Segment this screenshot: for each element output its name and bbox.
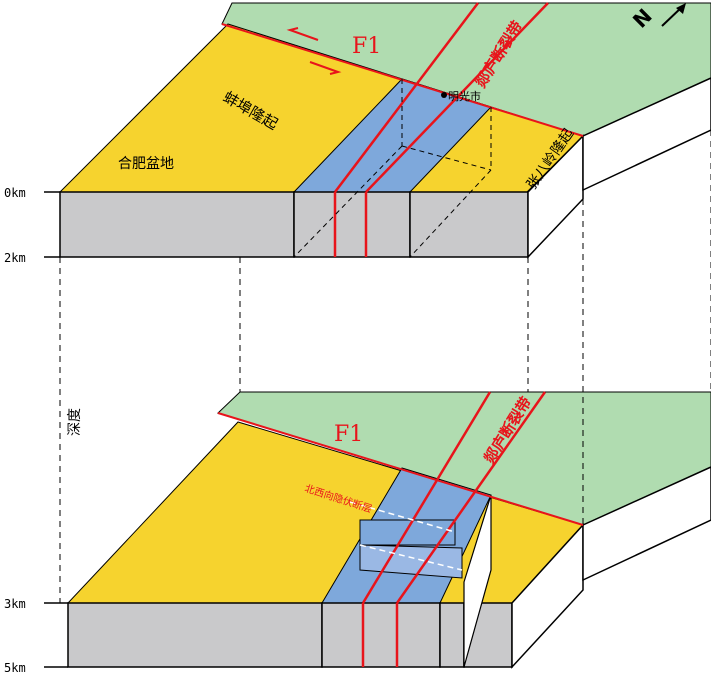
depth-label-2km: 2km xyxy=(4,251,26,265)
top-right-face-back xyxy=(582,77,711,192)
bottom-boundary-red xyxy=(217,412,584,526)
shear-arrow-lower xyxy=(309,61,342,75)
top-fault-trace-1 xyxy=(334,2,479,193)
top-front-face-west xyxy=(59,191,295,258)
depth-axis-title: 深度 xyxy=(67,408,83,436)
region-label-hefei-basin: 合肥盆地 xyxy=(118,156,174,172)
hidden-fault-line-2 xyxy=(359,544,463,571)
top-block xyxy=(58,2,711,259)
city-dot xyxy=(441,92,447,98)
hidden-fault-line-1 xyxy=(349,501,456,533)
bottom-right-face-back xyxy=(582,466,711,582)
top-hidden-edge-2 xyxy=(401,145,492,171)
north-arrow xyxy=(661,3,686,27)
top-city-label: 明光市 xyxy=(448,89,481,103)
bottom-front-face-fault xyxy=(321,602,441,668)
bottom-block xyxy=(66,391,711,669)
bottom-front-face-west xyxy=(67,602,323,668)
north-arrow-head xyxy=(676,3,686,14)
top-front-face-east xyxy=(409,191,529,258)
bottom-step-face xyxy=(463,494,492,668)
bottom-fault-trace-1 xyxy=(361,391,492,604)
top-front-face-fault xyxy=(293,191,411,258)
top-fault-label: F1 xyxy=(352,34,381,59)
depth-label-5km: 5km xyxy=(4,661,26,673)
linking-lines xyxy=(59,130,711,603)
depth-ticks xyxy=(44,191,68,668)
bottom-right-face xyxy=(511,523,584,669)
bottom-hidden-fault-block-2 xyxy=(359,544,463,579)
depth-label-3km: 3km xyxy=(4,597,26,611)
shear-arrow-upper xyxy=(286,27,319,41)
bottom-fault-trace-2 xyxy=(395,391,547,604)
top-hidden-edge-3 xyxy=(293,145,403,258)
bottom-fault-label: F1 xyxy=(334,422,363,447)
bottom-front-face-mid xyxy=(439,602,465,668)
depth-label-0km: 0km xyxy=(4,186,26,200)
bottom-hidden-fault-block-1 xyxy=(359,519,456,546)
top-hidden-edge-5 xyxy=(409,169,492,258)
